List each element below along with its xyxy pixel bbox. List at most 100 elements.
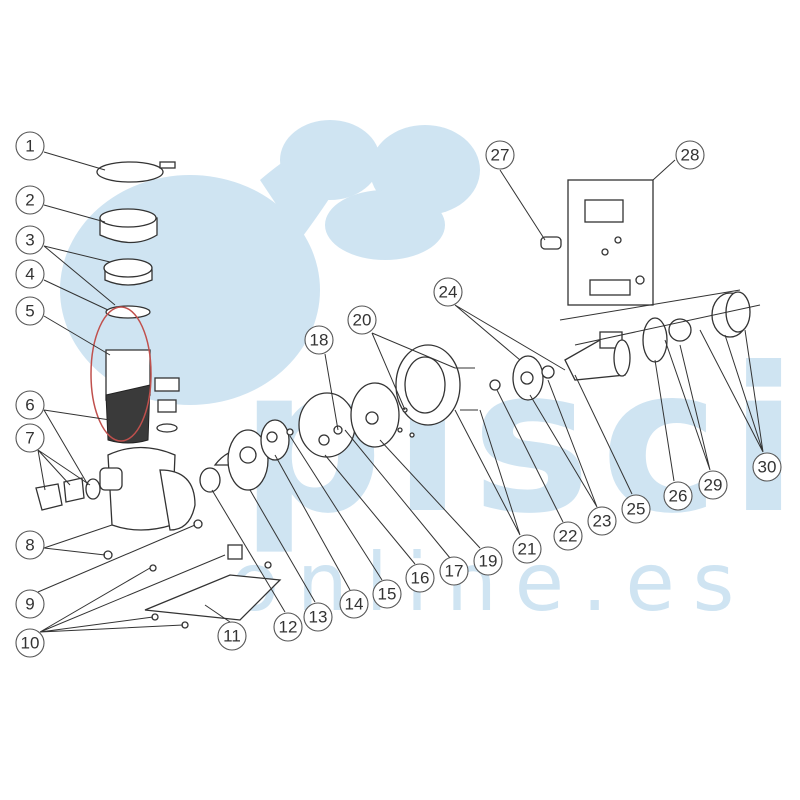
- callout-circle: [15, 185, 45, 215]
- callout-circle: [15, 628, 45, 658]
- callout-circle: [587, 506, 617, 536]
- callout-number: 11: [223, 627, 241, 646]
- callout-8: 8: [15, 530, 45, 560]
- callout-circle: [512, 534, 542, 564]
- callout-circle: [15, 225, 45, 255]
- callout-19: 19: [473, 546, 503, 576]
- callout-circle: [663, 481, 693, 511]
- callout-22: 22: [553, 521, 583, 551]
- callout-12: 12: [273, 612, 303, 642]
- callout-circle: [621, 494, 651, 524]
- callout-5: 5: [15, 296, 45, 326]
- callout-circle: [273, 612, 303, 642]
- callout-circle: [303, 602, 333, 632]
- callout-11: 11: [217, 621, 247, 651]
- callout-2: 2: [15, 185, 45, 215]
- callout-29: 29: [698, 470, 728, 500]
- callout-circle: [15, 131, 45, 161]
- callout-circle: [217, 621, 247, 651]
- callout-number: 1: [25, 137, 34, 156]
- callout-circle: [675, 140, 705, 170]
- callout-number: 10: [21, 634, 40, 653]
- callout-number: 22: [559, 527, 578, 546]
- callout-number: 21: [518, 540, 537, 559]
- callout-17: 17: [439, 556, 469, 586]
- callout-number: 14: [345, 595, 364, 614]
- callout-14: 14: [339, 589, 369, 619]
- callout-circle: [15, 589, 45, 619]
- callout-number: 27: [491, 146, 510, 165]
- callout-4: 4: [15, 259, 45, 289]
- callout-circle: [405, 563, 435, 593]
- callout-23: 23: [587, 506, 617, 536]
- callout-27: 27: [485, 140, 515, 170]
- callout-number: 18: [310, 331, 329, 350]
- callout-number: 20: [353, 311, 372, 330]
- callout-number: 6: [25, 396, 34, 415]
- callout-number: 8: [25, 536, 34, 555]
- callout-number: 16: [411, 569, 430, 588]
- callout-number: 13: [309, 608, 328, 627]
- callout-circle: [698, 470, 728, 500]
- capacitor-and-box: [540, 179, 654, 306]
- callout-16: 16: [405, 563, 435, 593]
- callout-circle: [15, 296, 45, 326]
- base-assembly: [144, 544, 282, 629]
- callout-15: 15: [372, 579, 402, 609]
- callout-number: 24: [439, 283, 458, 302]
- callout-9: 9: [15, 589, 45, 619]
- callout-13: 13: [303, 602, 333, 632]
- callout-28: 28: [675, 140, 705, 170]
- callout-18: 18: [304, 325, 334, 355]
- callout-circle: [15, 390, 45, 420]
- callout-number: 28: [681, 146, 700, 165]
- callout-number: 17: [445, 562, 464, 581]
- callout-number: 23: [593, 512, 612, 531]
- callout-number: 30: [758, 458, 777, 477]
- callout-circle: [15, 530, 45, 560]
- callout-number: 26: [669, 487, 688, 506]
- callout-number: 5: [25, 302, 34, 321]
- callout-24: 24: [433, 277, 463, 307]
- callout-number: 9: [25, 595, 34, 614]
- callout-circle: [15, 423, 45, 453]
- callout-21: 21: [512, 534, 542, 564]
- callout-number: 15: [378, 585, 397, 604]
- callout-circle: [372, 579, 402, 609]
- callout-3: 3: [15, 225, 45, 255]
- impeller-assembly: [199, 382, 400, 493]
- callout-20: 20: [347, 305, 377, 335]
- callout-number: 2: [25, 191, 34, 210]
- callout-number: 3: [25, 231, 34, 250]
- callout-number: 7: [25, 429, 34, 448]
- callout-circle: [15, 259, 45, 289]
- callout-7: 7: [15, 423, 45, 453]
- callout-circle: [473, 546, 503, 576]
- callout-30: 30: [752, 452, 782, 482]
- callout-number: 19: [479, 552, 498, 571]
- callout-10: 10: [15, 628, 45, 658]
- callout-number: 4: [25, 265, 34, 284]
- callout-number: 12: [279, 618, 298, 637]
- motor-assembly: [395, 291, 751, 438]
- callout-6: 6: [15, 390, 45, 420]
- callout-circle: [304, 325, 334, 355]
- leader-lines: [37, 151, 764, 633]
- callout-26: 26: [663, 481, 693, 511]
- callout-circle: [553, 521, 583, 551]
- callout-circle: [485, 140, 515, 170]
- callout-circle: [347, 305, 377, 335]
- lid-ring-part: [96, 161, 164, 183]
- callout-circle: [752, 452, 782, 482]
- callout-circle: [433, 277, 463, 307]
- callout-circle: [439, 556, 469, 586]
- callout-number: 25: [627, 500, 646, 519]
- lid-ring-handle: [159, 161, 176, 169]
- callout-1: 1: [15, 131, 45, 161]
- basket-highlight: [90, 306, 152, 442]
- callout-25: 25: [621, 494, 651, 524]
- callout-circle: [339, 589, 369, 619]
